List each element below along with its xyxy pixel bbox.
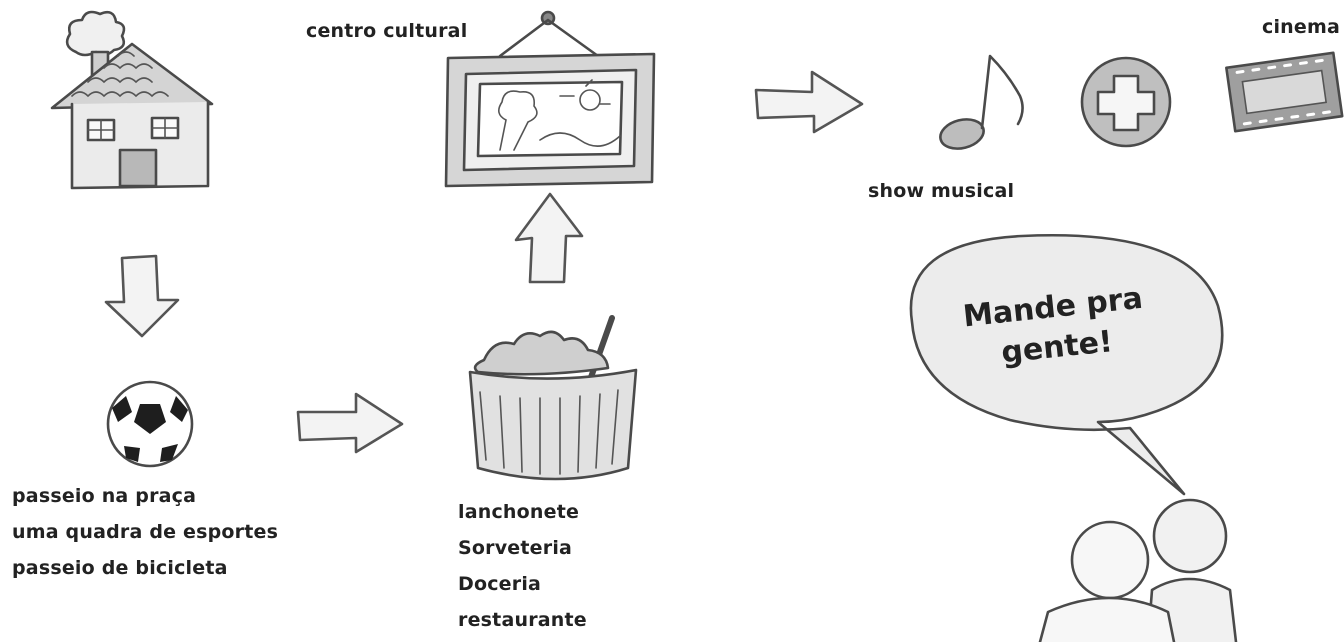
- speech-bubble-icon: [909, 234, 1224, 496]
- two-people-icon: [1038, 498, 1238, 642]
- soccer-ball-icon: [106, 380, 194, 468]
- arrow-up: [514, 192, 584, 284]
- food-bowl-icon: [468, 315, 638, 481]
- arrow-right-bottom: [296, 392, 404, 454]
- food-item: restaurante: [458, 609, 587, 631]
- praca-item: passeio de bicicleta: [12, 557, 228, 579]
- plus-circle-icon: [1080, 56, 1172, 148]
- label-cinema: cinema: [1262, 16, 1341, 38]
- film-strip-icon: [1225, 51, 1344, 133]
- framed-painting-icon: [444, 10, 656, 188]
- food-item: Sorveteria: [458, 537, 573, 559]
- arrow-right-top: [754, 70, 864, 134]
- music-note-icon: [939, 54, 1024, 150]
- label-centro-cultural: centro cultural: [306, 20, 468, 42]
- food-list: lanchonete Sorveteria Doceria restaurant…: [458, 494, 587, 638]
- label-show-musical: show musical: [868, 180, 1015, 202]
- praca-item: passeio na praça: [12, 485, 197, 507]
- food-item: lanchonete: [458, 501, 580, 523]
- arrow-down: [104, 254, 180, 338]
- praca-item: uma quadra de esportes: [12, 521, 279, 543]
- praca-list: passeio na praça uma quadra de esportes …: [12, 478, 278, 586]
- house-icon: [50, 10, 214, 190]
- food-item: Doceria: [458, 573, 542, 595]
